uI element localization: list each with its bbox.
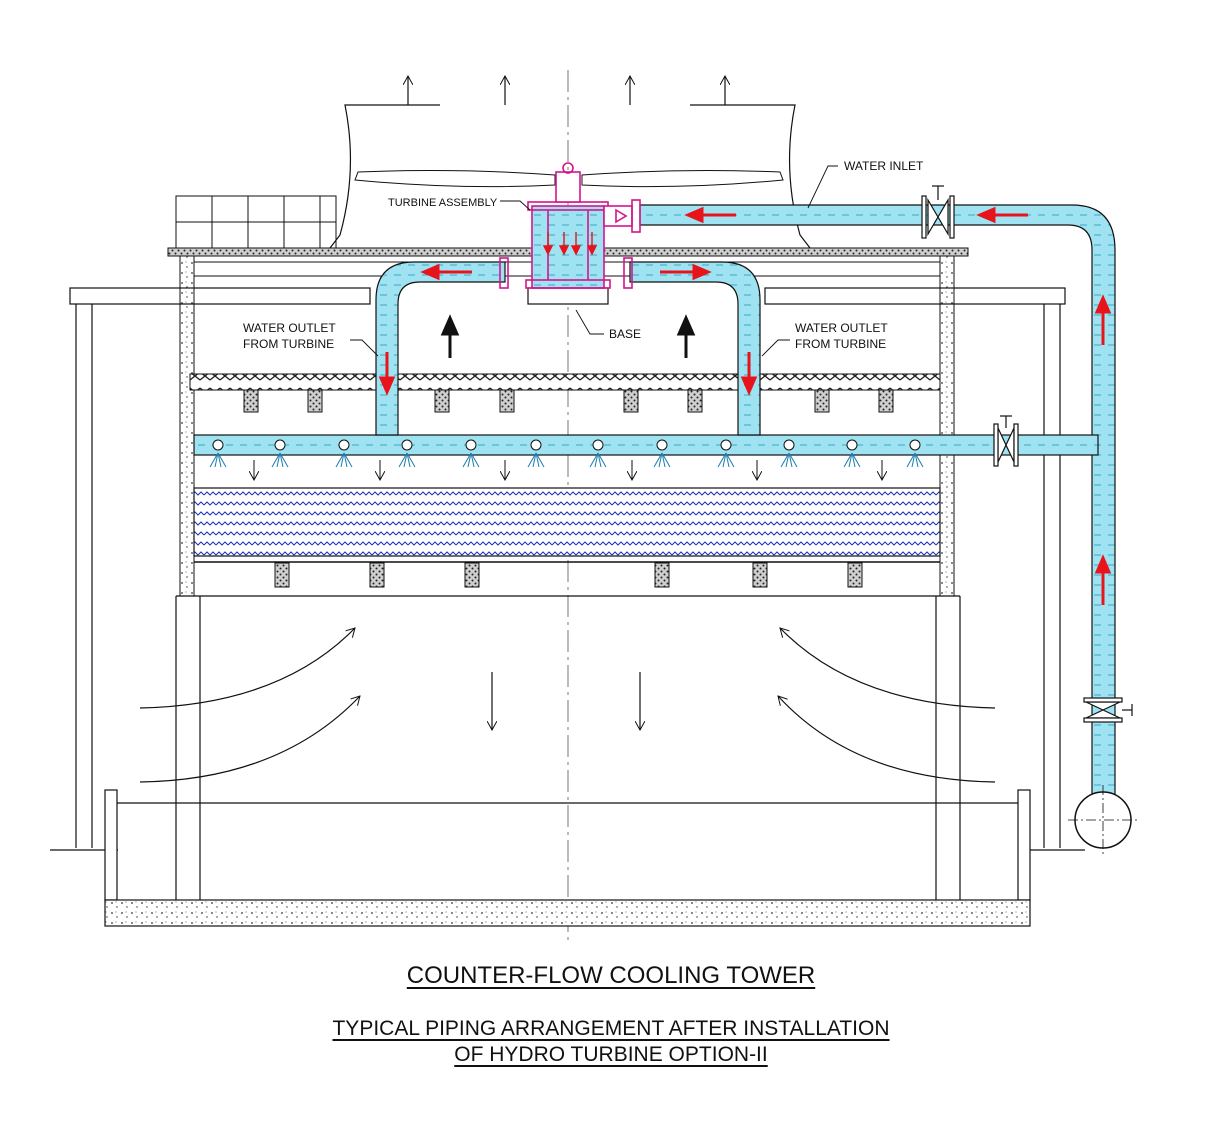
leader-lines xyxy=(350,165,838,357)
header-valve xyxy=(993,415,1019,467)
drift-eliminator xyxy=(189,373,941,391)
subtitle-line-1: TYPICAL PIPING ARRANGEMENT AFTER INSTALL… xyxy=(332,1017,890,1040)
top-beam xyxy=(69,287,1066,305)
cold-water-basin xyxy=(104,789,1031,927)
label-base: BASE xyxy=(609,327,641,341)
inlet-valve-top xyxy=(921,185,955,239)
label-outlet-right-1: WATER OUTLET xyxy=(795,321,888,335)
label-outlet-left-2: FROM TURBINE xyxy=(243,337,334,351)
fill-supports xyxy=(274,562,863,588)
label-water-inlet: WATER INLET xyxy=(844,159,924,173)
subtitle-line-2: OF HYDRO TURBINE OPTION-II xyxy=(454,1043,768,1066)
label-turbine-assembly: TURBINE ASSEMBLY xyxy=(388,197,498,209)
fan-stack xyxy=(329,76,811,249)
turbine-flow-arrows xyxy=(542,232,598,256)
turbine-base xyxy=(527,287,609,305)
diagram-subtitle: TYPICAL PIPING ARRANGEMENT AFTER INSTALL… xyxy=(0,1016,1222,1068)
spray-down-arrows xyxy=(254,460,882,480)
water-flow-arrows xyxy=(378,206,1112,605)
label-outlet-right-2: FROM TURBINE xyxy=(795,337,886,351)
left-wall xyxy=(179,255,195,597)
riser-valve xyxy=(1083,697,1133,723)
air-inlet-arrows xyxy=(139,628,996,783)
right-wall xyxy=(939,255,955,597)
fill-media xyxy=(193,487,941,557)
spray-nozzles xyxy=(209,439,924,468)
fan-blades xyxy=(354,170,784,188)
diagram-title: COUNTER-FLOW COOLING TOWER xyxy=(406,962,816,989)
turbine-outlet-pipes xyxy=(375,261,761,436)
eliminator-supports xyxy=(243,389,894,413)
air-up-arrows xyxy=(440,314,696,358)
supply-pipe-section xyxy=(1068,785,1138,855)
frame-columns xyxy=(50,304,1085,900)
label-outlet-left-1: WATER OUTLET xyxy=(243,321,336,335)
